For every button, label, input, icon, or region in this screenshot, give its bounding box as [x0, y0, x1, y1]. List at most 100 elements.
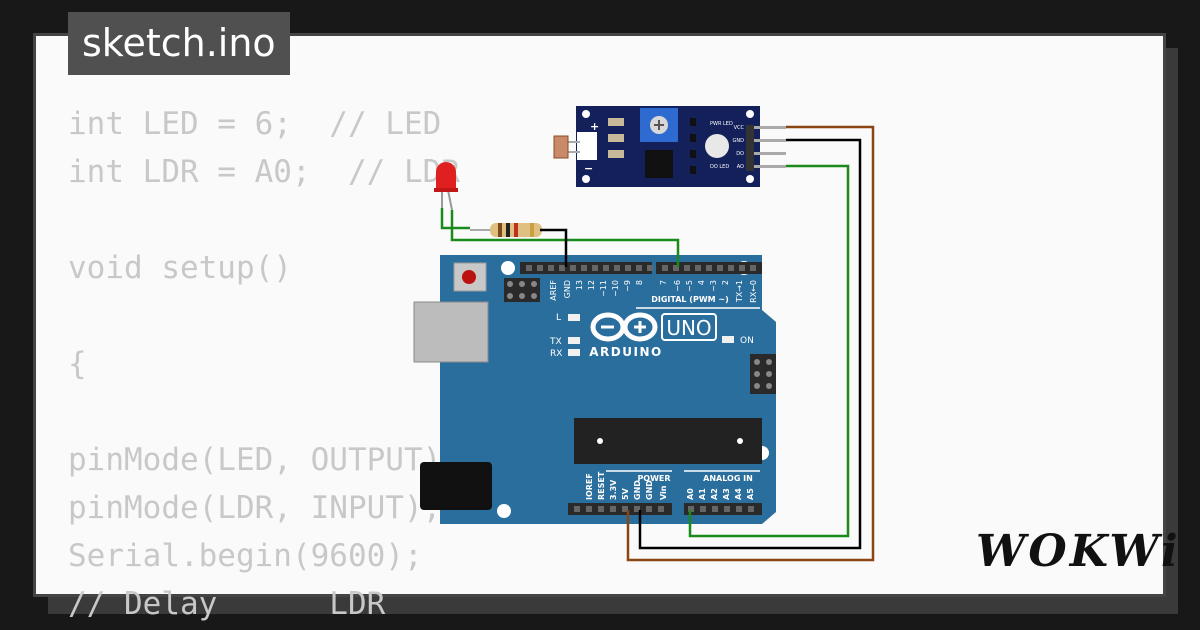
power-label: POWER: [637, 474, 670, 483]
sensor-pin-label: VCC: [734, 125, 745, 131]
ldr-sensor-module[interactable]: + − PWR LED DO LED VCC GND DO AO: [576, 106, 786, 187]
pin-hole[interactable]: [625, 265, 631, 271]
file-tab-title[interactable]: sketch.ino: [68, 12, 290, 75]
analog-pin-label: A5: [746, 488, 755, 500]
red-led[interactable]: [434, 162, 458, 211]
led-l-label: L: [556, 313, 561, 323]
power-pin-label: 3.3V: [609, 479, 618, 500]
resistor[interactable]: [470, 223, 560, 237]
digital-pin-label: ~11: [599, 280, 608, 297]
pin-hole[interactable]: [634, 506, 640, 512]
pin-hole[interactable]: [712, 506, 718, 512]
analog-pin-label: A4: [734, 488, 743, 500]
mount-hole: [501, 261, 515, 275]
led-tx: [568, 337, 580, 344]
uno-badge: [661, 313, 717, 341]
digital-pin-label: 2: [721, 280, 730, 285]
pin-hole[interactable]: [581, 265, 587, 271]
pin-hole[interactable]: [559, 265, 565, 271]
digital-pin-label: AREF: [549, 280, 558, 301]
pin-hole[interactable]: [658, 506, 664, 512]
pin-hole[interactable]: [684, 265, 690, 271]
sensor-minus: −: [584, 162, 593, 175]
code-line: {: [68, 346, 87, 382]
analog-label: ANALOG IN: [703, 474, 753, 483]
led-on: [722, 336, 734, 343]
led-l: [568, 314, 580, 321]
icsp-header-2: [750, 354, 776, 394]
pin-hole[interactable]: [700, 506, 706, 512]
pin-hole[interactable]: [586, 506, 592, 512]
sensor-pin-label: AO: [737, 164, 744, 170]
pin-hole[interactable]: [695, 265, 701, 271]
code-line: int LDR = A0; // LDR: [68, 154, 460, 190]
pin-hole[interactable]: [717, 265, 723, 271]
digital-pin-label: 12: [587, 280, 596, 290]
pin-hole[interactable]: [570, 265, 576, 271]
analog-pin-label: A1: [698, 488, 707, 500]
atmega-chip: [574, 418, 762, 464]
pin-hole[interactable]: [739, 265, 745, 271]
power-pin-label: RESET: [597, 471, 606, 500]
digital-pin-holes: [526, 265, 756, 271]
pin-hole[interactable]: [548, 265, 554, 271]
pin-hole[interactable]: [724, 506, 730, 512]
pin-hole[interactable]: [598, 506, 604, 512]
digital-pin-label: ~10: [611, 280, 620, 297]
board-logo-text: ARDUINO: [589, 345, 662, 359]
power-pin-label: IOREF: [585, 473, 594, 500]
pin-hole[interactable]: [636, 265, 642, 271]
digital-pin-label: 8: [635, 280, 644, 285]
power-jack: [420, 462, 492, 510]
pin-hole[interactable]: [748, 506, 754, 512]
code-line: pinMode(LDR, INPUT);: [68, 490, 442, 526]
sensor-plus: +: [590, 120, 599, 133]
wire-ao-a0: [688, 164, 850, 538]
pin-hole[interactable]: [688, 506, 694, 512]
pin-hole[interactable]: [647, 265, 653, 271]
pin-hole[interactable]: [706, 265, 712, 271]
photoresistor[interactable]: [553, 135, 580, 159]
sensor-header-pins: [746, 125, 786, 171]
led-rx-label: RX: [550, 349, 562, 359]
pin-hole[interactable]: [574, 506, 580, 512]
pin-hole[interactable]: [603, 265, 609, 271]
pin-hole[interactable]: [592, 265, 598, 271]
do-led-label: DO LED: [710, 164, 729, 170]
pin-hole[interactable]: [662, 265, 668, 271]
pin-hole[interactable]: [610, 506, 616, 512]
bottom-pin-holes: [574, 506, 754, 512]
pin-hole[interactable]: [736, 506, 742, 512]
code-line: int LED = 6; // LED: [68, 106, 442, 142]
power-header: [568, 503, 672, 515]
digital-pin-label: GND: [563, 280, 572, 298]
digital-pin-label: 13: [575, 280, 584, 290]
wire-led-anode: [440, 208, 470, 230]
pin-hole[interactable]: [526, 265, 532, 271]
power-pin-label: 5V: [621, 487, 630, 500]
pin-hole[interactable]: [728, 265, 734, 271]
digital-pin-label: RX←0: [749, 280, 758, 303]
pin-hole[interactable]: [750, 265, 756, 271]
led-body: [436, 162, 456, 190]
wire-vcc-5v: [626, 125, 875, 562]
digital-pin-label: 4: [697, 280, 706, 285]
pin-hole[interactable]: [537, 265, 543, 271]
digital-pin-label: TX→1: [735, 280, 744, 303]
code-line: void setup(): [68, 250, 292, 286]
pin-hole[interactable]: [614, 265, 620, 271]
led-rx: [568, 349, 580, 356]
wire-gnd: [638, 138, 862, 550]
sensor-pin-label: DO: [736, 151, 744, 157]
pin-hole[interactable]: [622, 506, 628, 512]
digital-pin-label: ~3: [709, 280, 718, 292]
pwr-led-label: PWR LED: [710, 121, 733, 127]
pin-hole[interactable]: [673, 265, 679, 271]
analog-pin-label: A0: [686, 488, 695, 500]
wokwi-logo: WOKWi: [976, 526, 1181, 577]
pin-hole[interactable]: [646, 506, 652, 512]
sensor-pin-label: GND: [733, 138, 745, 144]
